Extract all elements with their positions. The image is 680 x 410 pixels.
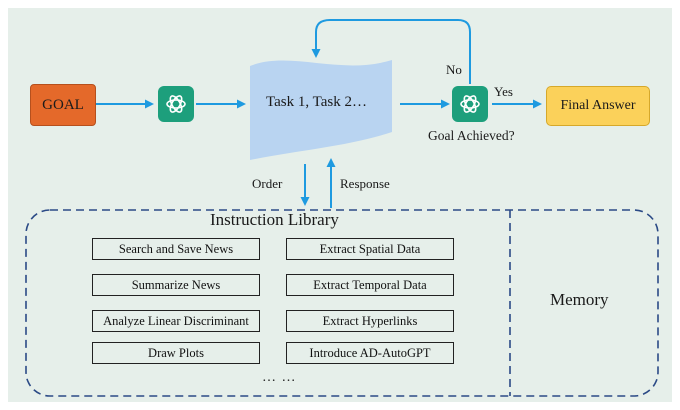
decision-label: Goal Achieved?	[428, 128, 515, 143]
instruction-item: Extract Spatial Data	[286, 238, 454, 260]
more-instructions-ellipsis: … …	[262, 370, 297, 385]
final-answer-box: Final Answer	[546, 86, 650, 126]
yes-label: Yes	[494, 84, 513, 99]
memory-label: Memory	[550, 290, 609, 309]
instruction-item-label: Extract Spatial Data	[319, 241, 421, 256]
tasks-document-shape	[250, 60, 392, 160]
instruction-item-label: Draw Plots	[148, 345, 204, 360]
instruction-item-label: Analyze Linear Discriminant	[103, 313, 249, 328]
goal-box: GOAL	[30, 84, 96, 126]
no-label: No	[446, 62, 462, 77]
instruction-item-label: Introduce AD-AutoGPT	[309, 345, 431, 360]
instruction-library-frame	[25, 209, 659, 397]
tasks-label: Task 1, Task 2…	[266, 94, 367, 110]
instruction-item: Summarize News	[92, 274, 260, 296]
instruction-item: Extract Temporal Data	[286, 274, 454, 296]
instruction-item: Extract Hyperlinks	[286, 310, 454, 332]
instruction-item-label: Summarize News	[131, 277, 221, 292]
instruction-item-label: Extract Temporal Data	[313, 277, 427, 292]
instruction-item: Search and Save News	[92, 238, 260, 260]
response-label: Response	[340, 176, 390, 191]
instruction-item: Draw Plots	[92, 342, 260, 364]
goal-label: GOAL	[42, 96, 84, 113]
instruction-item-label: Search and Save News	[118, 241, 234, 256]
arrow-no-loop	[311, 19, 471, 84]
openai-icon	[452, 86, 488, 122]
openai-icon	[158, 86, 194, 122]
instruction-item: Analyze Linear Discriminant	[92, 310, 260, 332]
order-label: Order	[252, 176, 283, 191]
instruction-item: Introduce AD-AutoGPT	[286, 342, 454, 364]
instruction-item-label: Extract Hyperlinks	[322, 313, 418, 328]
instruction-library-title: Instruction Library	[210, 210, 339, 229]
final-answer-label: Final Answer	[560, 98, 636, 113]
